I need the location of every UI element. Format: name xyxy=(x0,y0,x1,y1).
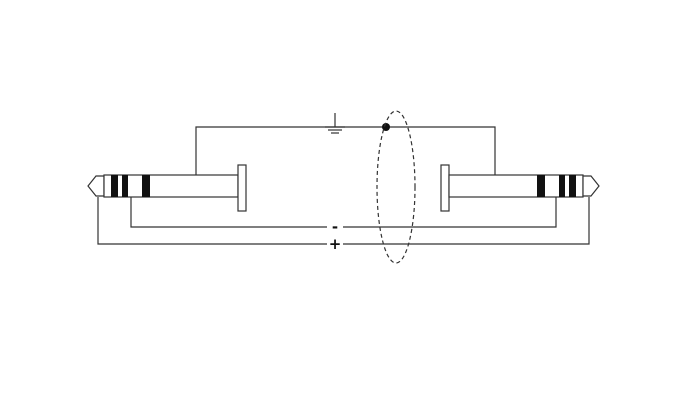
ground-wire xyxy=(195,126,496,175)
right-tip-band xyxy=(569,175,576,197)
right-jack-plug xyxy=(440,164,600,212)
right-ring-band-2 xyxy=(537,175,545,197)
left-jack-plug xyxy=(87,164,247,212)
left-ring-band-1 xyxy=(122,175,128,197)
minus-label: - xyxy=(332,218,338,236)
right-ring-band-1 xyxy=(559,175,565,197)
left-ring-band-2 xyxy=(142,175,150,197)
plus-wire: + xyxy=(97,197,590,253)
plus-label: + xyxy=(329,235,342,253)
left-tip-band xyxy=(111,175,118,197)
minus-wire: - xyxy=(130,197,557,236)
ground-icon xyxy=(325,113,345,134)
junction-dot xyxy=(382,123,390,131)
shield-ellipse-icon xyxy=(376,110,416,264)
